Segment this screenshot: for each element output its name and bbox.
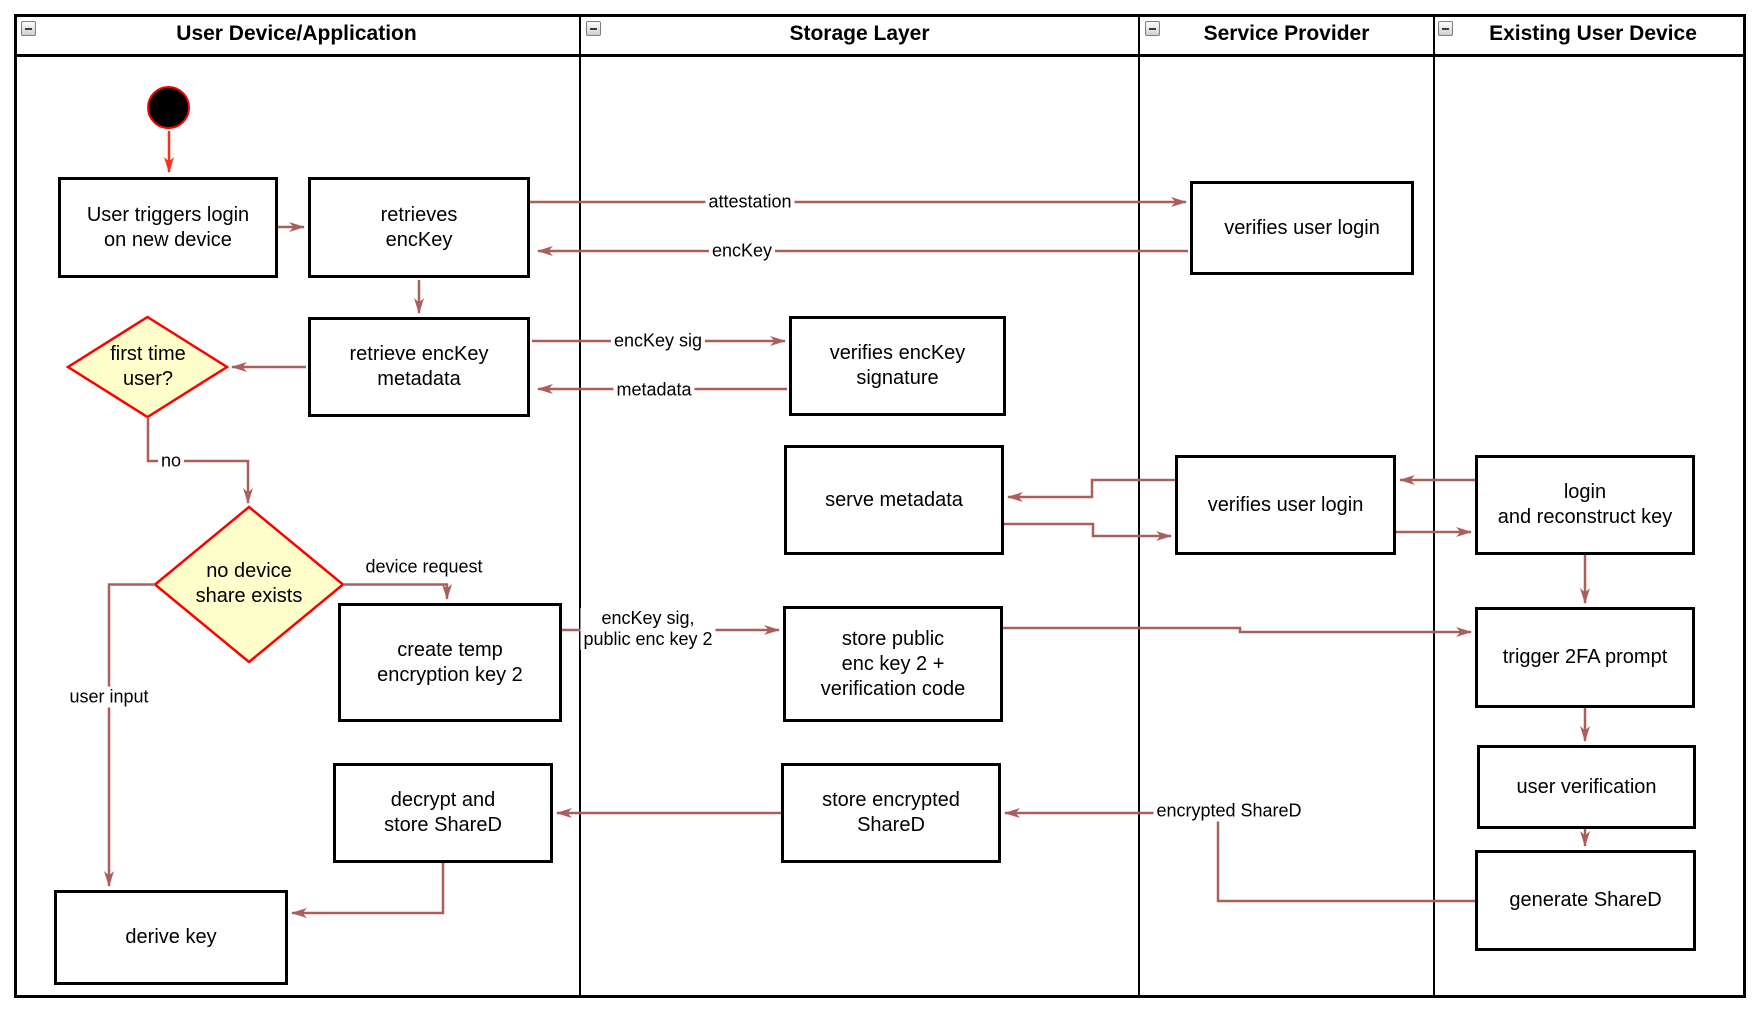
edge-label-attestation: attestation (705, 191, 795, 213)
node-verifies-user-login-2[interactable]: verifies user login (1175, 455, 1396, 555)
edge-label-encrypted-shared: encrypted ShareD (1153, 800, 1305, 822)
node-retrieve-enckey-metadata[interactable]: retrieve encKey metadata (308, 317, 530, 417)
edge-label-enckey-sig-public-enc-key-2: encKey sig, public enc key 2 (580, 608, 716, 650)
node-label: retrieve encKey metadata (349, 343, 489, 390)
start-node[interactable] (147, 86, 190, 129)
lane-title-storage-layer[interactable]: Storage Layer (789, 22, 930, 45)
edge-decrypt-to-derive-key (291, 863, 445, 918)
node-store-public-enc-key-2[interactable]: store public enc key 2 + verification co… (783, 606, 1003, 722)
node-label: User triggers login on new device (86, 203, 250, 251)
node-label: verifies user login (1207, 493, 1364, 516)
node-trigger-2fa-prompt[interactable]: trigger 2FA prompt (1475, 607, 1695, 708)
edge-label-device-request: device request (362, 556, 486, 578)
edge-label-no: no (157, 450, 185, 472)
minus-icon (1149, 27, 1156, 30)
node-label: serve metadata (825, 488, 963, 511)
collapse-icon[interactable] (1438, 21, 1453, 36)
lane-header-separator (14, 54, 1746, 57)
node-label: derive key (125, 926, 217, 948)
node-user-triggers-login[interactable]: User triggers login on new device (58, 177, 278, 278)
minus-icon (590, 27, 597, 30)
edge-store-public-to-trigger-2fa (1003, 626, 1472, 637)
edge-label-metadata: metadata (613, 379, 695, 401)
node-login-and-reconstruct-key[interactable]: login and reconstruct key (1475, 455, 1695, 555)
node-store-encrypted-shared[interactable]: store encrypted ShareD (781, 763, 1001, 863)
lane-divider-1 (579, 14, 581, 998)
edge-verifies-login-to-serve-metadata (1007, 478, 1175, 502)
edge-label-enckey: encKey (708, 240, 776, 262)
node-user-verification[interactable]: user verification (1477, 745, 1696, 829)
edge-label-user-input: user input (66, 686, 152, 708)
edge-encrypted-shared (1004, 808, 1475, 903)
decision-no-device-share-exists[interactable] (153, 505, 345, 664)
node-label: store encrypted ShareD (822, 789, 960, 836)
node-label: retrieves encKey (380, 203, 458, 251)
node-label: login and reconstruct key (1497, 481, 1673, 528)
edge-serve-metadata-to-verifies-login (1004, 522, 1172, 541)
edge-no-branch (146, 417, 253, 504)
edge-user-input (104, 583, 155, 887)
node-label: generate ShareD (1509, 889, 1662, 911)
node-verifies-enckey-signature[interactable]: verifies encKey signature (789, 316, 1006, 416)
node-label: trigger 2FA prompt (1502, 646, 1668, 668)
node-decrypt-and-store-shared[interactable]: decrypt and store ShareD (333, 763, 553, 863)
node-label: verifies user login (1224, 216, 1380, 239)
lane-divider-3 (1433, 14, 1435, 998)
node-label: create temp encryption key 2 (377, 638, 523, 686)
node-retrieves-enckey[interactable]: retrieves encKey (308, 177, 530, 278)
minus-icon (25, 27, 32, 30)
edge-device-request (343, 583, 452, 600)
edge-label-enckey-sig: encKey sig (610, 330, 706, 352)
lane-title-service-provider[interactable]: Service Provider (1203, 22, 1370, 45)
lane-divider-2 (1138, 14, 1140, 998)
lane-title-user-device-application[interactable]: User Device/Application (176, 22, 417, 45)
node-serve-metadata[interactable]: serve metadata (784, 445, 1004, 555)
node-label: user verification (1516, 775, 1657, 798)
collapse-icon[interactable] (1145, 21, 1160, 36)
node-label: store public enc key 2 + verification co… (820, 627, 966, 700)
minus-icon (1442, 27, 1449, 30)
node-label: verifies encKey signature (829, 342, 966, 389)
node-create-temp-encryption-key-2[interactable]: create temp encryption key 2 (338, 603, 562, 722)
node-generate-shared[interactable]: generate ShareD (1475, 850, 1696, 951)
node-label: decrypt and store ShareD (384, 789, 502, 836)
collapse-icon[interactable] (586, 21, 601, 36)
decision-label-no-device-share-exists: no device share exists (195, 560, 303, 607)
decision-label-first-time-user: first time user? (110, 343, 186, 390)
node-derive-key[interactable]: derive key (54, 890, 288, 985)
node-verifies-user-login-1[interactable]: verifies user login (1190, 181, 1414, 275)
collapse-icon[interactable] (21, 21, 36, 36)
lane-title-existing-user-device[interactable]: Existing User Device (1489, 22, 1697, 45)
